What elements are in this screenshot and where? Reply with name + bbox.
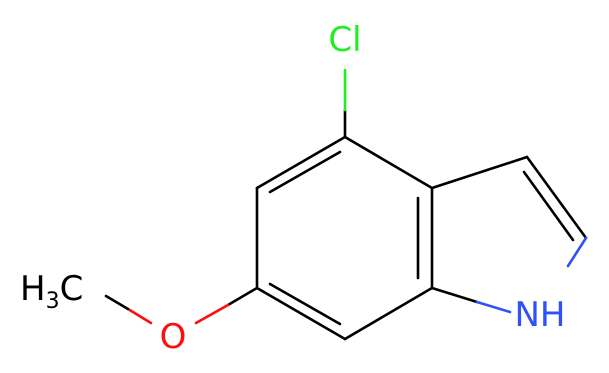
bond-c7a-n1-n	[475, 300, 512, 314]
bond-c6-o-c	[226, 286, 259, 307]
chlorine-label: Cl	[328, 20, 361, 60]
bond-c7-c7a	[343, 286, 434, 341]
bond-c3-c2-inner	[522, 170, 575, 242]
bond-c6-c7	[255, 286, 347, 341]
bond-c3-c2	[525, 155, 588, 240]
bond-c6-c7-inner	[268, 282, 342, 326]
methyl-subscript: 3	[46, 289, 60, 314]
methyl-c: C	[60, 269, 84, 309]
bond-c4-c5-inner	[268, 150, 342, 194]
nh-label: NH	[515, 295, 566, 335]
bond-c3a-c4	[343, 135, 434, 190]
bond-c7a-n1-c	[430, 286, 479, 304]
bond-c4-c5	[255, 135, 347, 190]
methyl-label: H3C	[20, 269, 83, 314]
bond-c2-n1	[566, 236, 588, 268]
methyl-h: H	[20, 269, 46, 309]
oxygen-label: O	[160, 317, 187, 357]
bond-c3a-c3	[430, 155, 529, 190]
bond-o-ch3-c	[104, 294, 130, 311]
bond-o-ch3-o	[126, 307, 153, 325]
bond-c6-o-o	[194, 303, 230, 325]
